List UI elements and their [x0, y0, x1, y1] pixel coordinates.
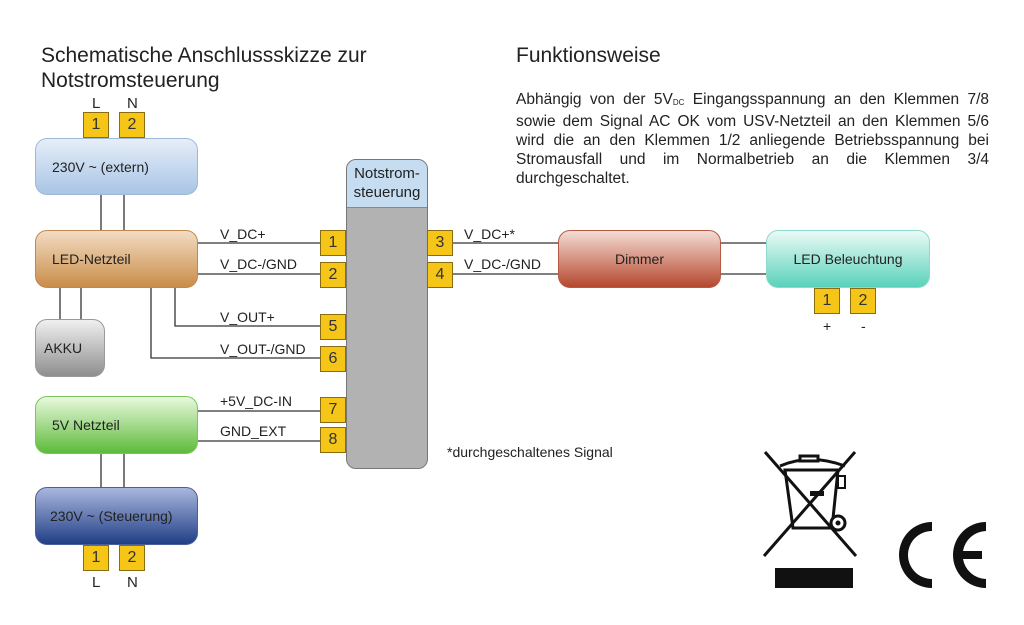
box-notstromsteuerung: Notstrom- steuerung — [346, 159, 428, 469]
desc-subscript: DC — [672, 98, 685, 107]
box-230v-extern-label: 230V ~ (extern) — [52, 158, 149, 175]
wire-v-out-plus — [174, 288, 320, 327]
desc-text-post: Eingangsspannung an den Klemmen 7/8 sowi… — [516, 91, 990, 187]
extern-terminal-1: 1 — [83, 112, 109, 138]
signal-label-gnd-ext: GND_EXT — [220, 423, 287, 439]
box-5v-netzteil-label: 5V Netzteil — [52, 417, 120, 433]
wire-v-out-gnd — [150, 288, 320, 359]
led-terminal-label-minus: - — [861, 318, 866, 334]
box-dimmer-label: Dimmer — [615, 251, 664, 267]
signal-label-v-dc-gnd: V_DC-/GND — [220, 256, 298, 272]
control-terminal-1: 1 — [320, 230, 346, 256]
notstromsteuerung-label-line1: Notstrom- — [354, 165, 420, 182]
led-terminal-1: 1 — [814, 288, 840, 314]
control-terminal-7: 7 — [320, 397, 346, 423]
control-terminal-5: 5 — [320, 314, 346, 340]
weee-crossed-bin-icon — [762, 451, 858, 588]
function-heading: Funktionsweise — [516, 44, 661, 67]
box-led-netzteil-label: LED-Netzteil — [52, 251, 131, 267]
function-description: Abhängig von der 5VDC Eingangsspannung a… — [516, 90, 989, 188]
box-230v-steuerung: 230V ~ (Steuerung) — [35, 487, 198, 545]
signal-label-5v-dc-in: +5V_DC-IN — [220, 393, 292, 409]
signal-label-v-out-gnd: V_OUT-/GND — [220, 341, 306, 357]
control-terminal-4: 4 — [427, 262, 453, 288]
desc-text-pre: Abhängig von der 5V — [516, 91, 673, 108]
terminal-label-n-bottom: N — [127, 574, 138, 591]
extern-terminal-2: 2 — [119, 112, 145, 138]
steuerung-terminal-1: 1 — [83, 545, 109, 571]
signal-label-v-dc-plus: V_DC+ — [220, 226, 266, 242]
box-5v-netzteil: 5V Netzteil — [35, 396, 198, 454]
led-terminal-label-plus: + — [823, 318, 832, 334]
control-terminal-2: 2 — [320, 262, 346, 288]
signal-label-v-out-plus: V_OUT+ — [220, 309, 275, 325]
box-led-netzteil: LED-Netzteil — [35, 230, 198, 288]
control-terminal-8: 8 — [320, 427, 346, 453]
footnote: *durchgeschaltenes Signal — [447, 444, 613, 460]
led-terminal-2: 2 — [850, 288, 876, 314]
box-230v-steuerung-label: 230V ~ (Steuerung) — [50, 508, 173, 524]
diagram-title-line2: Notstromsteuerung — [41, 69, 220, 92]
diagram-title: Schematische Anschlussskizze zur Notstro… — [41, 43, 367, 93]
signal-label-v-dc-plus-switched: V_DC+* — [464, 226, 515, 242]
terminal-label-l-top: L — [92, 95, 101, 112]
signal-label-v-dc-gnd-out: V_DC-/GND — [464, 256, 542, 272]
control-terminal-3: 3 — [427, 230, 453, 256]
box-akku-label: AKKU — [44, 340, 83, 356]
box-dimmer: Dimmer — [558, 230, 721, 288]
ce-mark-icon — [899, 522, 986, 588]
steuerung-terminal-2: 2 — [119, 545, 145, 571]
box-akku: AKKU — [35, 319, 105, 377]
terminal-label-l-bottom: L — [92, 574, 101, 591]
diagram-title-line1: Schematische Anschlussskizze zur — [41, 44, 367, 67]
notstromsteuerung-label-line2: steuerung — [353, 184, 421, 201]
box-led-beleuchtung-label: LED Beleuchtung — [793, 251, 903, 267]
box-led-beleuchtung: LED Beleuchtung — [766, 230, 930, 288]
terminal-label-n-top: N — [127, 95, 138, 112]
control-terminal-6: 6 — [320, 346, 346, 372]
box-230v-extern: 230V ~ (extern) — [35, 138, 198, 195]
notstromsteuerung-header: Notstrom- steuerung — [347, 160, 427, 208]
